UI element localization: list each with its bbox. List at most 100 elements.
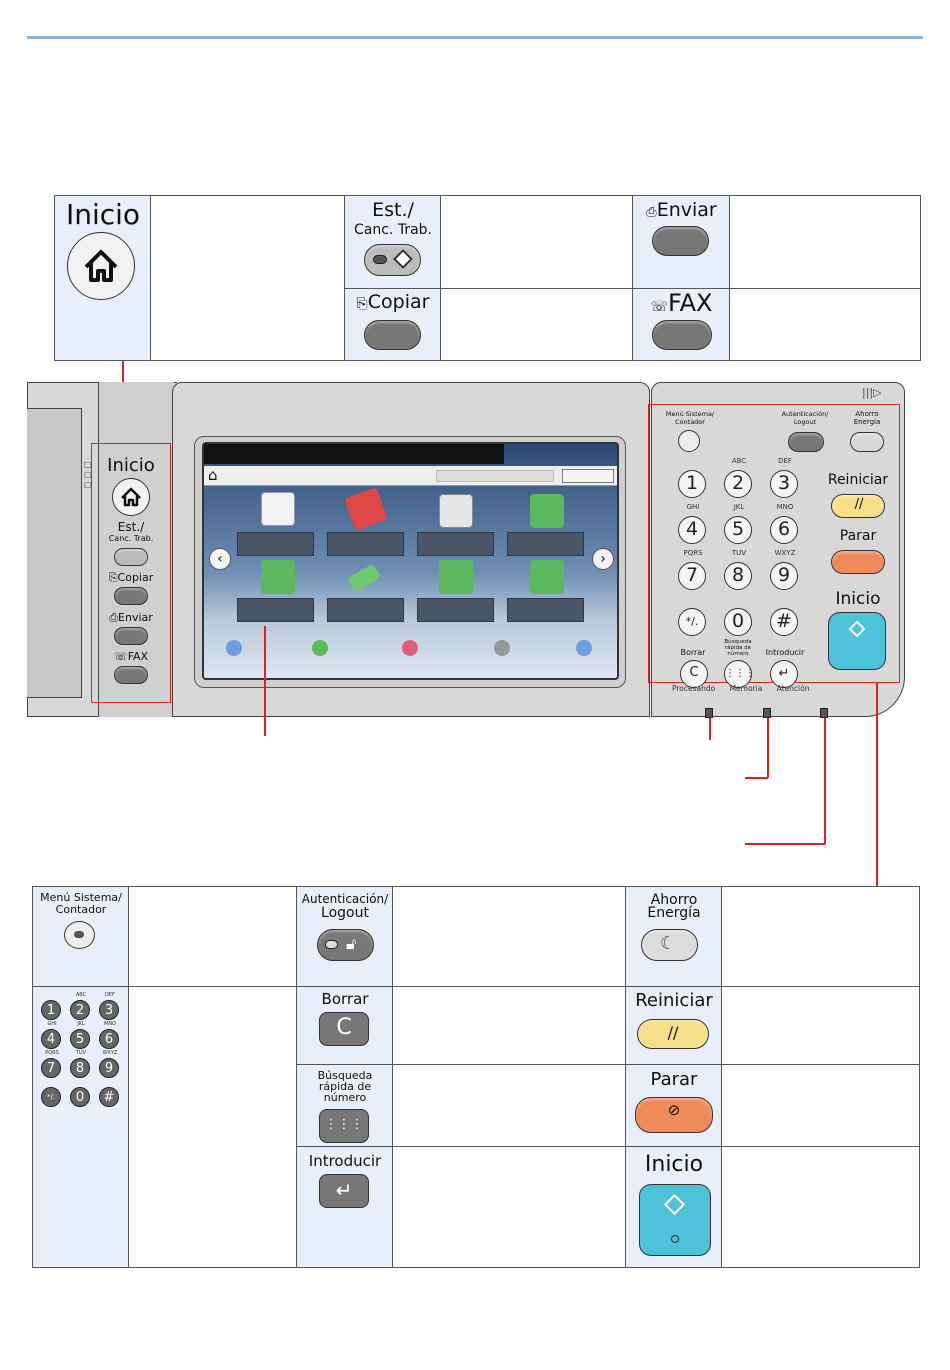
screen-tile-3[interactable] <box>417 532 494 556</box>
bottom-key-8[interactable]: 9 <box>99 1058 119 1078</box>
panel-start-button[interactable] <box>828 612 886 670</box>
panel-introducir-label: Introducir <box>765 648 805 657</box>
fax-app-icon[interactable] <box>439 494 473 528</box>
panel-busqueda-button[interactable]: ⋮⋮⋮ <box>724 660 755 688</box>
dock-icon-5[interactable] <box>576 640 592 656</box>
panel-auth-button[interactable] <box>788 432 824 452</box>
left-keys-highlight <box>91 443 171 703</box>
box-app-icon[interactable] <box>530 494 564 528</box>
busqueda-button[interactable]: ⋮⋮⋮ <box>319 1109 369 1143</box>
introducir-button[interactable]: ↵ <box>319 1174 369 1208</box>
panel-est-button[interactable] <box>114 548 148 566</box>
screen-tile-2[interactable] <box>327 532 404 556</box>
screen-tile-6[interactable] <box>327 598 404 622</box>
panel-key-8[interactable]: 9 <box>770 562 798 590</box>
panel-reiniciar-label: Reiniciar <box>827 472 889 488</box>
bottom-key-4[interactable]: 5 <box>70 1029 90 1049</box>
panel-reiniciar-button[interactable]: // <box>831 494 885 518</box>
led-memoria: Memoria <box>729 684 763 693</box>
screen-tile-7[interactable] <box>417 598 494 622</box>
parar-label: Parar <box>650 1069 698 1090</box>
panel-fax-button[interactable] <box>114 666 148 684</box>
panel-inicio-button[interactable] <box>112 478 150 516</box>
usb-app-icon[interactable] <box>347 563 381 593</box>
screen-status-bar <box>204 444 504 464</box>
auth-label-2: Logout <box>321 905 369 921</box>
est-canc-trab-button[interactable] <box>364 244 421 276</box>
panel-key-6[interactable]: 7 <box>678 562 706 590</box>
copiar-button[interactable] <box>364 320 421 350</box>
enviar-button[interactable] <box>652 226 709 256</box>
callout-right-keys <box>876 683 878 886</box>
panel-key-4[interactable]: 5 <box>724 516 752 544</box>
bottom-key-11[interactable]: # <box>99 1087 119 1107</box>
panel-key-7[interactable]: 8 <box>724 562 752 590</box>
screen-tile-5[interactable] <box>237 598 314 622</box>
send-app-icon[interactable] <box>344 487 388 531</box>
panel-key-sub-1: ABC <box>731 457 747 465</box>
dock-icon-2[interactable] <box>312 640 328 656</box>
chevron-right-icon[interactable]: › <box>592 548 614 570</box>
led-icon <box>373 255 387 264</box>
dock-icon-3[interactable] <box>402 640 418 656</box>
fax-button[interactable] <box>652 320 712 350</box>
bottom-key-0[interactable]: 1 <box>41 1000 61 1020</box>
screen-login-field[interactable] <box>436 470 554 482</box>
panel-ahorro-label: Ahorro Energía <box>853 410 881 426</box>
panel-menu-button[interactable] <box>678 430 700 452</box>
touch-screen[interactable]: ⌂ ‹ › <box>202 442 619 680</box>
reiniciar-button[interactable]: // <box>637 1019 709 1049</box>
panel-key-1[interactable]: 2 <box>724 470 752 498</box>
panel-ahorro-button[interactable] <box>850 432 884 452</box>
screen-tile-4[interactable] <box>507 532 584 556</box>
bottom-key-2[interactable]: 3 <box>99 1000 119 1020</box>
panel-key-11[interactable]: # <box>770 608 798 636</box>
bottom-key-5[interactable]: 6 <box>99 1029 119 1049</box>
bottom-key-3[interactable]: 4 <box>41 1029 61 1049</box>
panel-key-0[interactable]: 1 <box>678 470 706 498</box>
panel-introducir-button[interactable]: ↵ <box>770 660 798 688</box>
bottom-key-7[interactable]: 8 <box>70 1058 90 1078</box>
screen-toolbar-button[interactable] <box>562 469 614 483</box>
auth-logout-button[interactable]: 🔓︎ <box>317 929 374 961</box>
reiniciar-label: Reiniciar <box>635 990 713 1011</box>
ahorro-label-1: Ahorro <box>650 892 698 908</box>
inicio-home-button[interactable] <box>67 232 135 300</box>
inicio-start-button[interactable] <box>639 1184 711 1256</box>
panel-borrar-button[interactable]: C <box>680 660 708 688</box>
chevron-left-icon[interactable]: ‹ <box>209 548 231 570</box>
panel-key-9[interactable]: */. <box>678 608 706 636</box>
left-keys-led-dots: □□□ <box>84 460 92 489</box>
ahorro-energia-button[interactable]: ☾ <box>641 929 698 961</box>
bottom-key-6[interactable]: 7 <box>41 1058 61 1078</box>
parar-button[interactable]: ⊘ <box>635 1097 713 1133</box>
home-icon[interactable]: ⌂ <box>208 466 218 484</box>
borrar-button[interactable]: C <box>319 1012 369 1046</box>
led-icon <box>74 931 84 938</box>
panel-enviar-button[interactable] <box>114 627 148 645</box>
bottom-key-1[interactable]: 2 <box>70 1000 90 1020</box>
dock-icon-4[interactable] <box>494 640 510 656</box>
panel-key-2[interactable]: 3 <box>770 470 798 498</box>
panel-parar-button[interactable] <box>831 550 885 574</box>
box-app-icon-2[interactable] <box>261 560 295 594</box>
callout-atencion-h <box>745 843 825 845</box>
panel-key-3[interactable]: 4 <box>678 516 706 544</box>
copy-app-icon[interactable] <box>261 492 295 526</box>
screen-tile-8[interactable] <box>507 598 584 622</box>
screen-tile-1[interactable] <box>237 532 314 556</box>
borrar-label: Borrar <box>321 990 369 1008</box>
menu-sistema-button[interactable] <box>64 921 95 949</box>
panel-key-5[interactable]: 6 <box>770 516 798 544</box>
box-app-icon-4[interactable] <box>530 560 564 594</box>
dock-icon-1[interactable] <box>226 640 242 656</box>
panel-busqueda-label: Búsqueda rápida de número <box>724 639 752 657</box>
bottom-key-sub-8: WXYZ <box>102 1050 118 1056</box>
led-memory-light <box>763 708 771 718</box>
bottom-key-10[interactable]: 0 <box>70 1087 90 1107</box>
panel-copiar-button[interactable] <box>114 587 148 605</box>
bottom-key-9[interactable]: */. <box>41 1087 61 1107</box>
panel-key-10[interactable]: 0 <box>724 608 752 636</box>
box-app-icon-3[interactable] <box>439 560 473 594</box>
send-icon: ⎙ <box>646 205 657 220</box>
